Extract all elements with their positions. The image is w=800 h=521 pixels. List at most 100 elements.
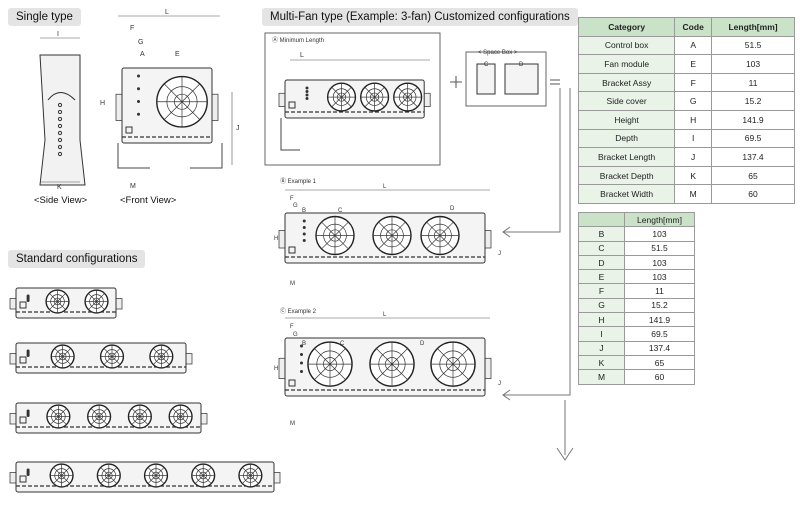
- fan-grill: [328, 229, 342, 242]
- fan-spoke: [147, 475, 157, 484]
- dim-label: D: [450, 206, 455, 212]
- fan-spoke: [58, 408, 67, 417]
- fan-grill: [332, 88, 351, 106]
- fan-grill: [385, 357, 399, 372]
- header-length: Length[mm]: [624, 211, 695, 228]
- indicator-led: [300, 353, 303, 356]
- fan-icon: [307, 341, 353, 387]
- fan-icon: [127, 404, 152, 429]
- table-cell: K: [674, 165, 713, 186]
- side-view-body: [39, 54, 86, 186]
- table-cell: 69.5: [624, 326, 695, 342]
- dim-label: A: [140, 51, 145, 58]
- indicator-led: [305, 90, 309, 93]
- indicator-led: [137, 87, 140, 91]
- switch-icon: [125, 126, 133, 134]
- table-cell: C: [578, 240, 625, 256]
- fan-spoke: [334, 221, 349, 236]
- fan-grill: [101, 468, 116, 483]
- bracket-profile: [280, 118, 300, 151]
- indicator-led: [300, 344, 303, 348]
- fan-spoke: [61, 467, 70, 476]
- indicator-led: [305, 86, 309, 90]
- minimum-length-frame: [264, 32, 441, 166]
- fan-icon: [191, 463, 216, 488]
- fan-grill: [54, 412, 63, 421]
- arrow-down: [556, 400, 574, 461]
- table-cell: 103: [624, 226, 695, 242]
- dim-label: G: [293, 203, 298, 209]
- standard-configurations-title: Standard configurations: [8, 250, 146, 268]
- fan-spoke: [108, 467, 118, 476]
- dim-label: L: [383, 312, 387, 318]
- fan-icon: [393, 82, 423, 112]
- arrow-to-example1: [502, 88, 561, 238]
- fan-spoke: [242, 475, 251, 484]
- fan-spoke: [139, 416, 149, 425]
- fan-spoke: [155, 475, 165, 484]
- fan-spoke: [172, 408, 181, 417]
- fan-spoke: [161, 356, 170, 365]
- side-view-caption: <Side View>: [34, 195, 88, 206]
- dim-label: M: [290, 421, 295, 427]
- fan-spoke: [426, 221, 441, 236]
- fan-spoke: [153, 348, 162, 357]
- fan-spoke: [131, 408, 141, 417]
- indicator-led: [302, 219, 306, 223]
- fan-spoke: [61, 475, 70, 484]
- indicator-led: [137, 74, 140, 78]
- fan-spoke: [364, 96, 375, 108]
- fan-spoke: [374, 87, 385, 98]
- dim-label: E: [175, 51, 180, 58]
- fan-spoke: [376, 348, 393, 365]
- fan-spoke: [331, 96, 342, 108]
- switch-icon: [19, 416, 27, 424]
- fan-spoke: [378, 221, 393, 236]
- table-cell: 60: [711, 184, 795, 204]
- fan-grill: [433, 229, 447, 242]
- fan-grill: [323, 357, 337, 372]
- fan-spoke: [329, 348, 346, 365]
- fan-grill: [378, 350, 406, 378]
- fan-grill: [148, 468, 164, 483]
- indicator-led: [26, 299, 30, 302]
- fan-grill: [385, 229, 399, 242]
- table-cell: Depth: [577, 128, 676, 149]
- front-bracket: [117, 143, 223, 169]
- fan-grill: [176, 412, 185, 421]
- table-cell: 103: [711, 54, 795, 74]
- fan-spoke: [242, 467, 251, 476]
- table-cell: 141.9: [624, 312, 695, 328]
- fan-grill: [398, 88, 417, 106]
- indicator-led: [137, 100, 140, 103]
- fan-spoke: [321, 221, 336, 236]
- table-cell: Bracket Width: [577, 184, 676, 204]
- fan-spoke: [407, 96, 418, 108]
- switch-icon: [19, 356, 27, 364]
- fan-icon: [96, 463, 121, 488]
- table-cell: 103: [624, 254, 695, 271]
- fan-spoke: [181, 83, 201, 102]
- fan-grill: [196, 468, 211, 483]
- fan-spoke: [49, 301, 58, 310]
- table-cell: G: [578, 297, 625, 314]
- side-view-led: [57, 151, 63, 157]
- plus-icon: [450, 76, 462, 88]
- fan-spoke: [50, 408, 59, 417]
- fan-spoke: [250, 475, 259, 484]
- dim-label: J: [236, 125, 240, 132]
- table-cell: 65: [624, 354, 695, 371]
- fan-spoke: [439, 235, 454, 250]
- indicator-led: [26, 354, 30, 357]
- fan-icon: [143, 463, 169, 488]
- fan-icon: [168, 404, 193, 429]
- indicator-led: [305, 93, 309, 97]
